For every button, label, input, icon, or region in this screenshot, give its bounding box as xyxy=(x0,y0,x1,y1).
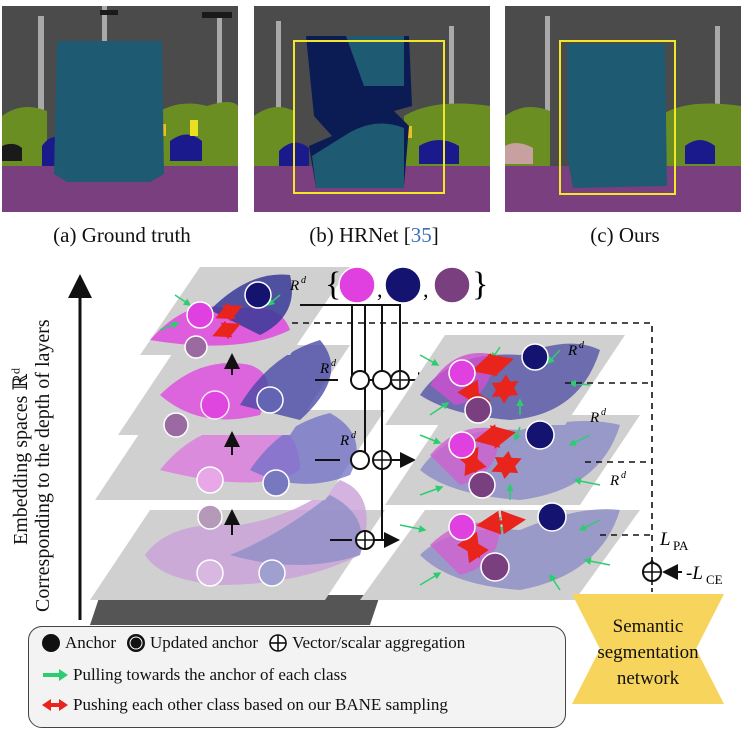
legend-anchor: Anchor xyxy=(65,633,116,652)
caption-hrnet: (b) HRNet [35] xyxy=(309,223,439,247)
anchor-set: { , , } xyxy=(325,266,488,304)
segmentation-panels xyxy=(2,6,741,212)
svg-text:d: d xyxy=(579,340,585,351)
legend: Anchor Updated anchor Vector/scalar aggr… xyxy=(28,626,566,728)
svg-text:R: R xyxy=(589,410,599,426)
svg-text:d: d xyxy=(351,430,357,441)
svg-text:R: R xyxy=(339,433,349,449)
panel-hrnet xyxy=(254,6,490,212)
segmentation-network-label: Semantic segmentation network xyxy=(597,616,699,689)
push-arrow-icon xyxy=(42,699,68,711)
pull-arrow-icon xyxy=(43,669,68,681)
svg-text:PA: PA xyxy=(673,538,689,553)
loss-dashed-lines xyxy=(292,322,653,575)
svg-text:d: d xyxy=(331,358,337,369)
axis-label-line1: Embedding spaces ℝd xyxy=(8,367,32,545)
svg-text:d: d xyxy=(621,470,627,481)
legend-row-1: Anchor Updated anchor Vector/scalar aggr… xyxy=(41,633,465,653)
panel-ground-truth xyxy=(2,6,238,212)
legend-updated-anchor: Updated anchor xyxy=(149,633,259,652)
left-plane-stack: R d R d R d xyxy=(90,267,385,625)
legend-row-3: Pushing each other class based on our BA… xyxy=(41,695,448,715)
svg-text:R: R xyxy=(567,343,577,359)
anchor-icon xyxy=(42,634,60,652)
space-label: R xyxy=(289,278,299,294)
svg-text:,: , xyxy=(377,277,383,302)
axis-label-line2: Corresponding to the depth of layers xyxy=(32,319,54,612)
svg-text:,: , xyxy=(423,277,429,302)
loss-pa-label: L xyxy=(659,529,671,550)
svg-text:d: d xyxy=(301,275,307,286)
updated-anchor-icon xyxy=(126,634,145,652)
segmentation-network-shape xyxy=(572,594,724,704)
svg-text:{: { xyxy=(325,266,341,303)
svg-text:R: R xyxy=(319,361,329,377)
right-plane-stack: R d R d R d xyxy=(360,335,640,600)
legend-pulling: Pulling towards the anchor of each class xyxy=(73,665,347,684)
svg-text:d: d xyxy=(601,407,607,418)
svg-text:}: } xyxy=(472,266,488,303)
aggregation-icon xyxy=(269,634,287,652)
embedding-diagram: R d R d R d { , , } xyxy=(68,266,723,625)
citation-link[interactable]: 35 xyxy=(410,223,432,247)
svg-text:CE: CE xyxy=(706,572,723,587)
legend-row-2: Pulling towards the anchor of each class xyxy=(41,665,347,685)
caption-ours: (c) Ours xyxy=(590,223,660,247)
legend-aggregation: Vector/scalar aggregation xyxy=(292,633,466,652)
legend-pushing: Pushing each other class based on our BA… xyxy=(73,695,448,714)
caption-ground-truth: (a) Ground truth xyxy=(53,223,191,247)
loss-ce-label: -L xyxy=(686,563,703,584)
panel-ours xyxy=(505,6,741,212)
svg-text:R: R xyxy=(609,473,619,489)
